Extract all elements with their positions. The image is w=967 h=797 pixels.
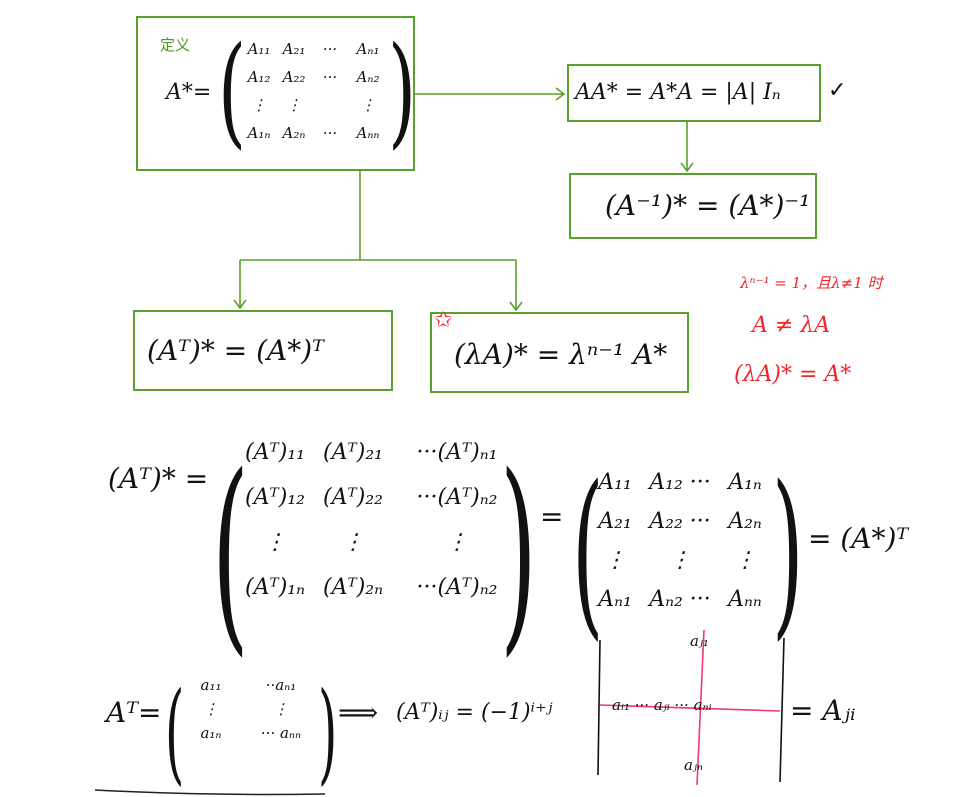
star-icon: ✩	[434, 308, 453, 333]
matrix-entry: ⋮	[203, 700, 219, 718]
implies-arrow: ⟹	[338, 696, 379, 729]
proof2-right-paren: )	[318, 668, 338, 796]
proof1-left-paren: (	[212, 430, 249, 675]
matrix-entry: ···	[322, 68, 338, 86]
matrix-entry	[312, 96, 348, 114]
det-row-entries: aᵢ₁ ··· aⱼᵢ ··· aₙᵢ	[612, 696, 712, 714]
proof1-lhs: (Aᵀ)* =	[108, 462, 209, 495]
matrix-entry: ···	[322, 40, 338, 58]
matrix-entry: A₁₂	[247, 68, 271, 86]
matrix-entry: (Aᵀ)₁₁	[245, 440, 305, 465]
arrow-to-transpose-scalar	[233, 171, 523, 312]
matrix-entry: a₁ₙ	[200, 724, 222, 742]
inverse-formula: (A⁻¹)* = (A*)⁻¹	[605, 189, 811, 222]
red-note-inequality: A ≠ λA	[752, 313, 831, 338]
matrix-entry: (Aᵀ)₂ₙ	[322, 575, 384, 600]
matrix-entry: ⋮	[251, 96, 267, 114]
proof2-matrix: a₁₁ ··aₙ₁ ⋮ ⋮ a₁ₙ ··· aₙₙ	[186, 676, 326, 742]
matrix-entry: ⋮	[669, 548, 691, 573]
cross-out-lines	[599, 629, 781, 786]
scalar-formula: (λA)* = λⁿ⁻¹ A*	[454, 338, 668, 371]
identity-formula: AA* = A*A = |A| Iₙ	[575, 80, 781, 105]
arrow-to-identity	[414, 87, 566, 101]
matrix-entry: Aₙₙ	[728, 587, 762, 612]
left-paren: (	[218, 22, 247, 161]
matrix-entry: Aₙ₁	[598, 587, 632, 612]
matrix-entry: ···(Aᵀ)ₙ₁	[416, 440, 498, 465]
transpose-box: (Aᵀ)* = (A*)ᵀ	[133, 310, 393, 391]
identity-box: AA* = A*A = |A| Iₙ	[567, 64, 821, 122]
matrix-entry: Aₙ₁	[356, 40, 380, 58]
matrix-entry: Aₙₙ	[356, 124, 380, 142]
definition-matrix: A₁₁ A₂₁ ··· Aₙ₁ A₁₂ A₂₂ ··· Aₙ₂ ⋮ ⋮ ⋮ A₁ₙ A₂ₙ ··· A…	[242, 40, 388, 142]
transpose-formula: (Aᵀ)* = (A*)ᵀ	[147, 334, 324, 367]
underline	[94, 789, 326, 796]
right-paren: )	[388, 22, 417, 161]
matrix-entry: A₂₁	[282, 40, 306, 58]
matrix-entry: A₂ₙ	[282, 124, 306, 142]
proof1-matrix2: A₁₁ A₁₂ ··· A₁ₙ A₂₁ A₂₂ ··· A₂ₙ ⋮ ⋮ ⋮ Aₙ₁ Aₙ₂ ·…	[590, 470, 770, 612]
matrix-entry: ⋮	[273, 700, 289, 718]
determinant-bars	[597, 637, 785, 783]
scalar-box: ✩ (λA)* = λⁿ⁻¹ A*	[430, 308, 689, 393]
proof1-matrix1: (Aᵀ)₁₁ (Aᵀ)₂₁ ···(Aᵀ)ₙ₁ (Aᵀ)₁₂ (Aᵀ)₂₂ ···(Aᵀ…	[236, 440, 522, 600]
matrix-entry: (Aᵀ)₂₂	[323, 485, 383, 510]
matrix-entry: A₁₁	[247, 40, 271, 58]
matrix-entry: (Aᵀ)₂₁	[323, 440, 383, 465]
proof2-rhs: = Aⱼᵢ	[790, 694, 856, 727]
proof1-rhs: = (A*)ᵀ	[808, 522, 909, 555]
matrix-entry: ···	[322, 124, 338, 142]
matrix-entry: a₁₁	[200, 676, 222, 694]
matrix-entry: ··aₙ₁	[265, 676, 297, 694]
red-note-condition: λⁿ⁻¹ = 1，且λ≠1 时	[740, 274, 883, 292]
inverse-box: (A⁻¹)* = (A*)⁻¹	[569, 173, 817, 239]
det-bottom-entry: aⱼₙ	[684, 756, 703, 774]
matrix-entry: ⋮	[446, 530, 468, 555]
det-top-entry: aⱼ₁	[690, 632, 709, 650]
proof1-right-paren: )	[500, 430, 537, 675]
matrix-entry: A₁ₙ	[247, 124, 271, 142]
check-mark: ✓	[828, 78, 847, 103]
matrix-entry: ⋮	[604, 548, 626, 573]
matrix-entry: Aₙ₂ ···	[649, 587, 711, 612]
matrix-entry: A₁₁	[598, 470, 632, 495]
matrix-entry: A₂₁	[598, 509, 632, 534]
matrix-entry: A₁ₙ	[728, 470, 762, 495]
proof1-left-paren-2: (	[572, 448, 604, 657]
matrix-entry: ⋮	[286, 96, 302, 114]
proof1-equals: =	[540, 500, 564, 533]
proof1-right-paren-2: )	[772, 448, 804, 657]
matrix-entry: A₂ₙ	[728, 509, 762, 534]
proof2-left-paren: (	[165, 668, 185, 796]
matrix-entry: Aₙ₂	[356, 68, 380, 86]
definition-box: 定义 A*= ( ) A₁₁ A₂₁ ··· Aₙ₁ A₁₂ A₂₂ ··· Aₙ₂ ⋮ ⋮ ⋮…	[136, 16, 417, 171]
matrix-entry: ⋮	[264, 530, 286, 555]
matrix-entry: A₂₂	[282, 68, 306, 86]
matrix-entry: ···(Aᵀ)ₙ₂	[416, 575, 498, 600]
matrix-entry: ···(Aᵀ)ₙ₂	[416, 485, 498, 510]
red-note-result: (λA)* = A*	[734, 362, 852, 387]
adjugate-lhs: A*=	[166, 80, 212, 105]
matrix-entry: (Aᵀ)₁ₙ	[244, 575, 306, 600]
arrow-to-inverse	[680, 122, 694, 173]
matrix-entry: ··· aₙₙ	[260, 724, 302, 742]
matrix-entry: ⋮	[734, 548, 756, 573]
matrix-entry: A₁₂ ···	[649, 470, 711, 495]
proof2-cofactor: (Aᵀ)ᵢⱼ = (−1)ⁱ⁺ʲ	[396, 700, 553, 725]
definition-label: 定义	[160, 36, 191, 54]
matrix-entry: A₂₂ ···	[649, 509, 711, 534]
matrix-entry: ⋮	[360, 96, 376, 114]
matrix-entry: (Aᵀ)₁₂	[245, 485, 305, 510]
proof2-lhs: Aᵀ=	[106, 696, 162, 729]
matrix-entry: ⋮	[342, 530, 364, 555]
